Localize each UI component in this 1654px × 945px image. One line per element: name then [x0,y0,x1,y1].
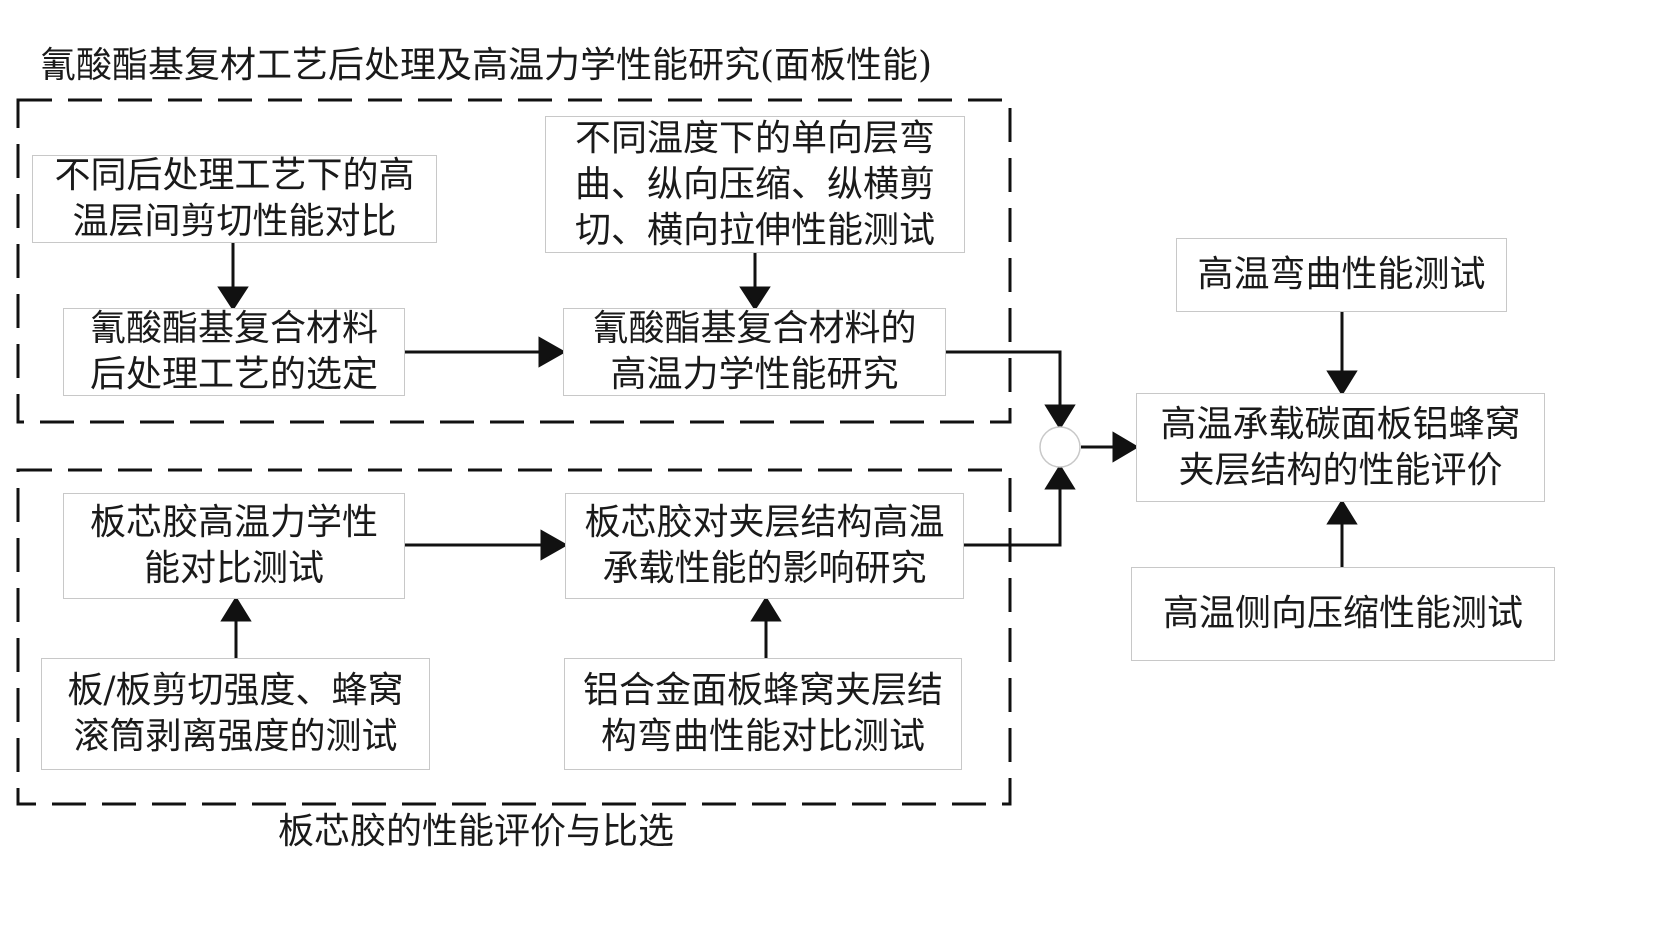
box-lateral-compression-label: 高温侧向压缩性能测试 [1162,593,1523,634]
box-aluminum-bending-label: 铝合金面板蜂窝夹层结 构弯曲性能对比测试 [582,670,943,757]
box-high-temp-mechanics-label: 氰酸酯基复合材料的 高温力学性能研究 [592,308,917,395]
box-temperature-tests-label: 不同温度下的单向层弯 曲、纵向压缩、纵横剪 切、横向拉伸性能测试 [574,117,935,251]
junction-circle [1039,426,1081,468]
arrow-mech-to-junction [946,350,1062,406]
box-post-process-select: 氰酸酯基复合材料 后处理工艺的选定 [63,308,405,396]
bottom-group-frame [16,468,1012,806]
arrow-effect-to-junction [964,488,1062,547]
box-adhesive-effect: 板芯胶对夹层结构高温 承载性能的影响研究 [565,493,964,599]
box-hot-bending-label: 高温弯曲性能测试 [1197,254,1486,295]
bottom-group-title: 板芯胶的性能评价与比选 [278,811,675,852]
box-post-process-shear: 不同后处理工艺下的高 温层间剪切性能对比 [32,155,437,243]
box-temperature-tests: 不同温度下的单向层弯 曲、纵向压缩、纵横剪 切、横向拉伸性能测试 [545,116,965,253]
top-group-frame [16,98,1012,424]
box-adhesive-compare: 板芯胶高温力学性 能对比测试 [63,493,405,599]
box-post-process-select-label: 氰酸酯基复合材料 后处理工艺的选定 [89,308,378,395]
box-hot-bending: 高温弯曲性能测试 [1176,238,1507,312]
box-shear-peel-tests: 板/板剪切强度、蜂窝 滚筒剥离强度的测试 [41,658,430,770]
box-high-temp-mechanics: 氰酸酯基复合材料的 高温力学性能研究 [563,308,946,396]
box-lateral-compression: 高温侧向压缩性能测试 [1131,567,1555,661]
box-evaluation-label: 高温承载碳面板铝蜂窝 夹层结构的性能评价 [1160,403,1521,491]
box-adhesive-effect-label: 板芯胶对夹层结构高温 承载性能的影响研究 [584,502,945,589]
box-evaluation: 高温承载碳面板铝蜂窝 夹层结构的性能评价 [1136,393,1545,502]
box-adhesive-compare-label: 板芯胶高温力学性 能对比测试 [89,502,378,589]
box-aluminum-bending: 铝合金面板蜂窝夹层结 构弯曲性能对比测试 [564,658,962,770]
box-shear-peel-tests-label: 板/板剪切强度、蜂窝 滚筒剥离强度的测试 [67,670,404,757]
top-group-title: 氰酸酯基复材工艺后处理及高温力学性能研究(面板性能) [40,45,933,86]
box-post-process-shear-label: 不同后处理工艺下的高 温层间剪切性能对比 [54,155,415,242]
